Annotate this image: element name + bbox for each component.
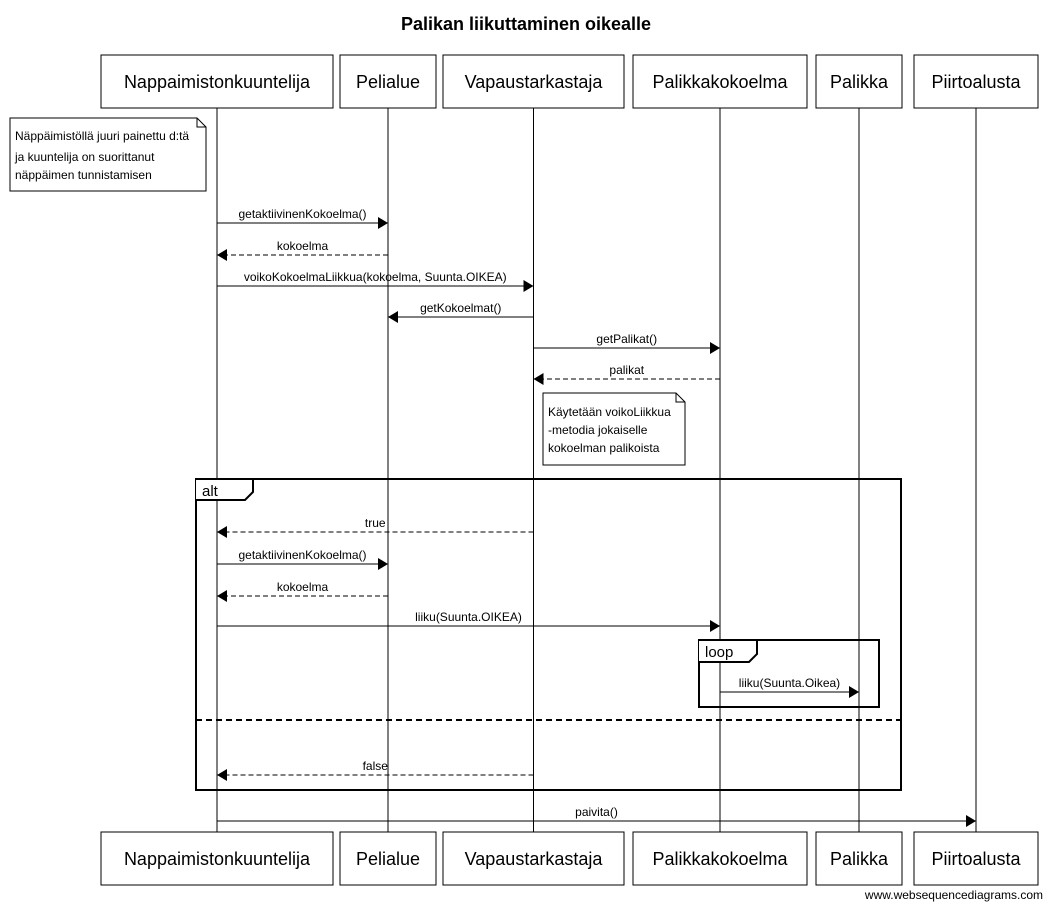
participant-top-pelialue: Pelialue: [339, 54, 437, 109]
participant-label: Piirtoalusta: [931, 849, 1021, 869]
loop-frame: loop: [698, 639, 880, 708]
message-label: liiku(Suunta.OIKEA): [415, 610, 522, 624]
message-label: liiku(Suunta.Oikea): [739, 676, 840, 690]
participants: NappaimistonkuuntelijaNappaimistonkuunte…: [100, 54, 1039, 886]
message: true: [217, 516, 534, 538]
participant-bottom-pelialue: Pelialue: [339, 831, 437, 886]
participant-label: Pelialue: [356, 849, 420, 869]
participant-label: Palikka: [830, 849, 889, 869]
participant-top-vapaustarkastaja: Vapaustarkastaja: [442, 54, 625, 109]
note-checker: Käytetään voikoLiikkua -metodia jokaisel…: [542, 392, 686, 466]
message: kokoelma: [217, 580, 388, 602]
note-checker-line-2: -metodia jokaiselle: [548, 423, 648, 437]
message-label: palikat: [609, 363, 644, 377]
message: liiku(Suunta.Oikea): [720, 676, 859, 698]
alt-frame-label: alt: [202, 483, 219, 500]
message: voikoKokoelmaLiikkua(kokoelma, Suunta.OI…: [217, 270, 534, 292]
message-label: getaktiivinenKokoelma(): [238, 207, 366, 221]
participant-label: Palikkakokoelma: [652, 72, 788, 92]
message: liiku(Suunta.OIKEA): [217, 610, 720, 632]
participant-bottom-piirtoalusta: Piirtoalusta: [913, 831, 1039, 886]
participant-label: Palikkakokoelma: [652, 849, 788, 869]
message: paivita(): [217, 805, 976, 827]
message-label: getPalikat(): [596, 332, 657, 346]
note-checker-line-3: kokoelman palikoista: [548, 441, 660, 455]
message-label: true: [365, 516, 386, 530]
participant-top-palikkakokoelma: Palikkakokoelma: [632, 54, 808, 109]
message-label: voikoKokoelmaLiikkua(kokoelma, Suunta.OI…: [244, 270, 507, 284]
messages: getaktiivinenKokoelma() kokoelma voikoKoko…: [217, 207, 976, 827]
participant-top-nappaimistonkuuntelija: Nappaimistonkuuntelija: [100, 54, 334, 109]
message-label: getaktiivinenKokoelma(): [238, 548, 366, 562]
message: false: [217, 759, 534, 781]
participant-bottom-nappaimistonkuuntelija: Nappaimistonkuuntelija: [100, 831, 334, 886]
message: getPalikat(): [533, 332, 720, 354]
message-label: getKokoelmat(): [420, 301, 501, 315]
watermark: www.websequencediagrams.com: [864, 888, 1043, 902]
participant-label: Vapaustarkastaja: [465, 72, 604, 92]
participant-label: Nappaimistonkuuntelija: [124, 72, 311, 92]
note-keyboard-line-1: Näppäimistöllä juuri painettu d:tä: [15, 129, 189, 143]
note-keyboard-line-2: ja kuuntelija on suorittanut: [14, 150, 155, 164]
message-label: kokoelma: [277, 239, 329, 253]
participant-label: Piirtoalusta: [931, 72, 1021, 92]
message: getaktiivinenKokoelma(): [217, 548, 388, 570]
participant-top-palikka: Palikka: [815, 54, 903, 109]
participant-top-piirtoalusta: Piirtoalusta: [913, 54, 1039, 109]
message-label: paivita(): [575, 805, 618, 819]
message: kokoelma: [217, 239, 388, 261]
message: getKokoelmat(): [388, 301, 534, 323]
participant-bottom-vapaustarkastaja: Vapaustarkastaja: [442, 831, 625, 886]
alt-frame: alt: [195, 478, 902, 791]
participant-bottom-palikka: Palikka: [815, 831, 903, 886]
message: getaktiivinenKokoelma(): [217, 207, 388, 229]
message-label: kokoelma: [277, 580, 329, 594]
diagram-title: Palikan liikuttaminen oikealle: [401, 14, 651, 34]
participant-label: Palikka: [830, 72, 889, 92]
note-keyboard-line-3: näppäimen tunnistamisen: [15, 168, 152, 182]
participant-label: Nappaimistonkuuntelija: [124, 849, 311, 869]
participant-label: Vapaustarkastaja: [465, 849, 604, 869]
message-label: false: [363, 759, 389, 773]
lifelines: [216, 108, 977, 832]
note-checker-line-1: Käytetään voikoLiikkua: [548, 405, 671, 419]
loop-frame-label: loop: [705, 644, 733, 661]
message: palikat: [533, 363, 720, 385]
note-keyboard: Näppäimistöllä juuri painettu d:tä ja ku…: [9, 117, 207, 192]
participant-label: Pelialue: [356, 72, 420, 92]
participant-bottom-palikkakokoelma: Palikkakokoelma: [632, 831, 808, 886]
